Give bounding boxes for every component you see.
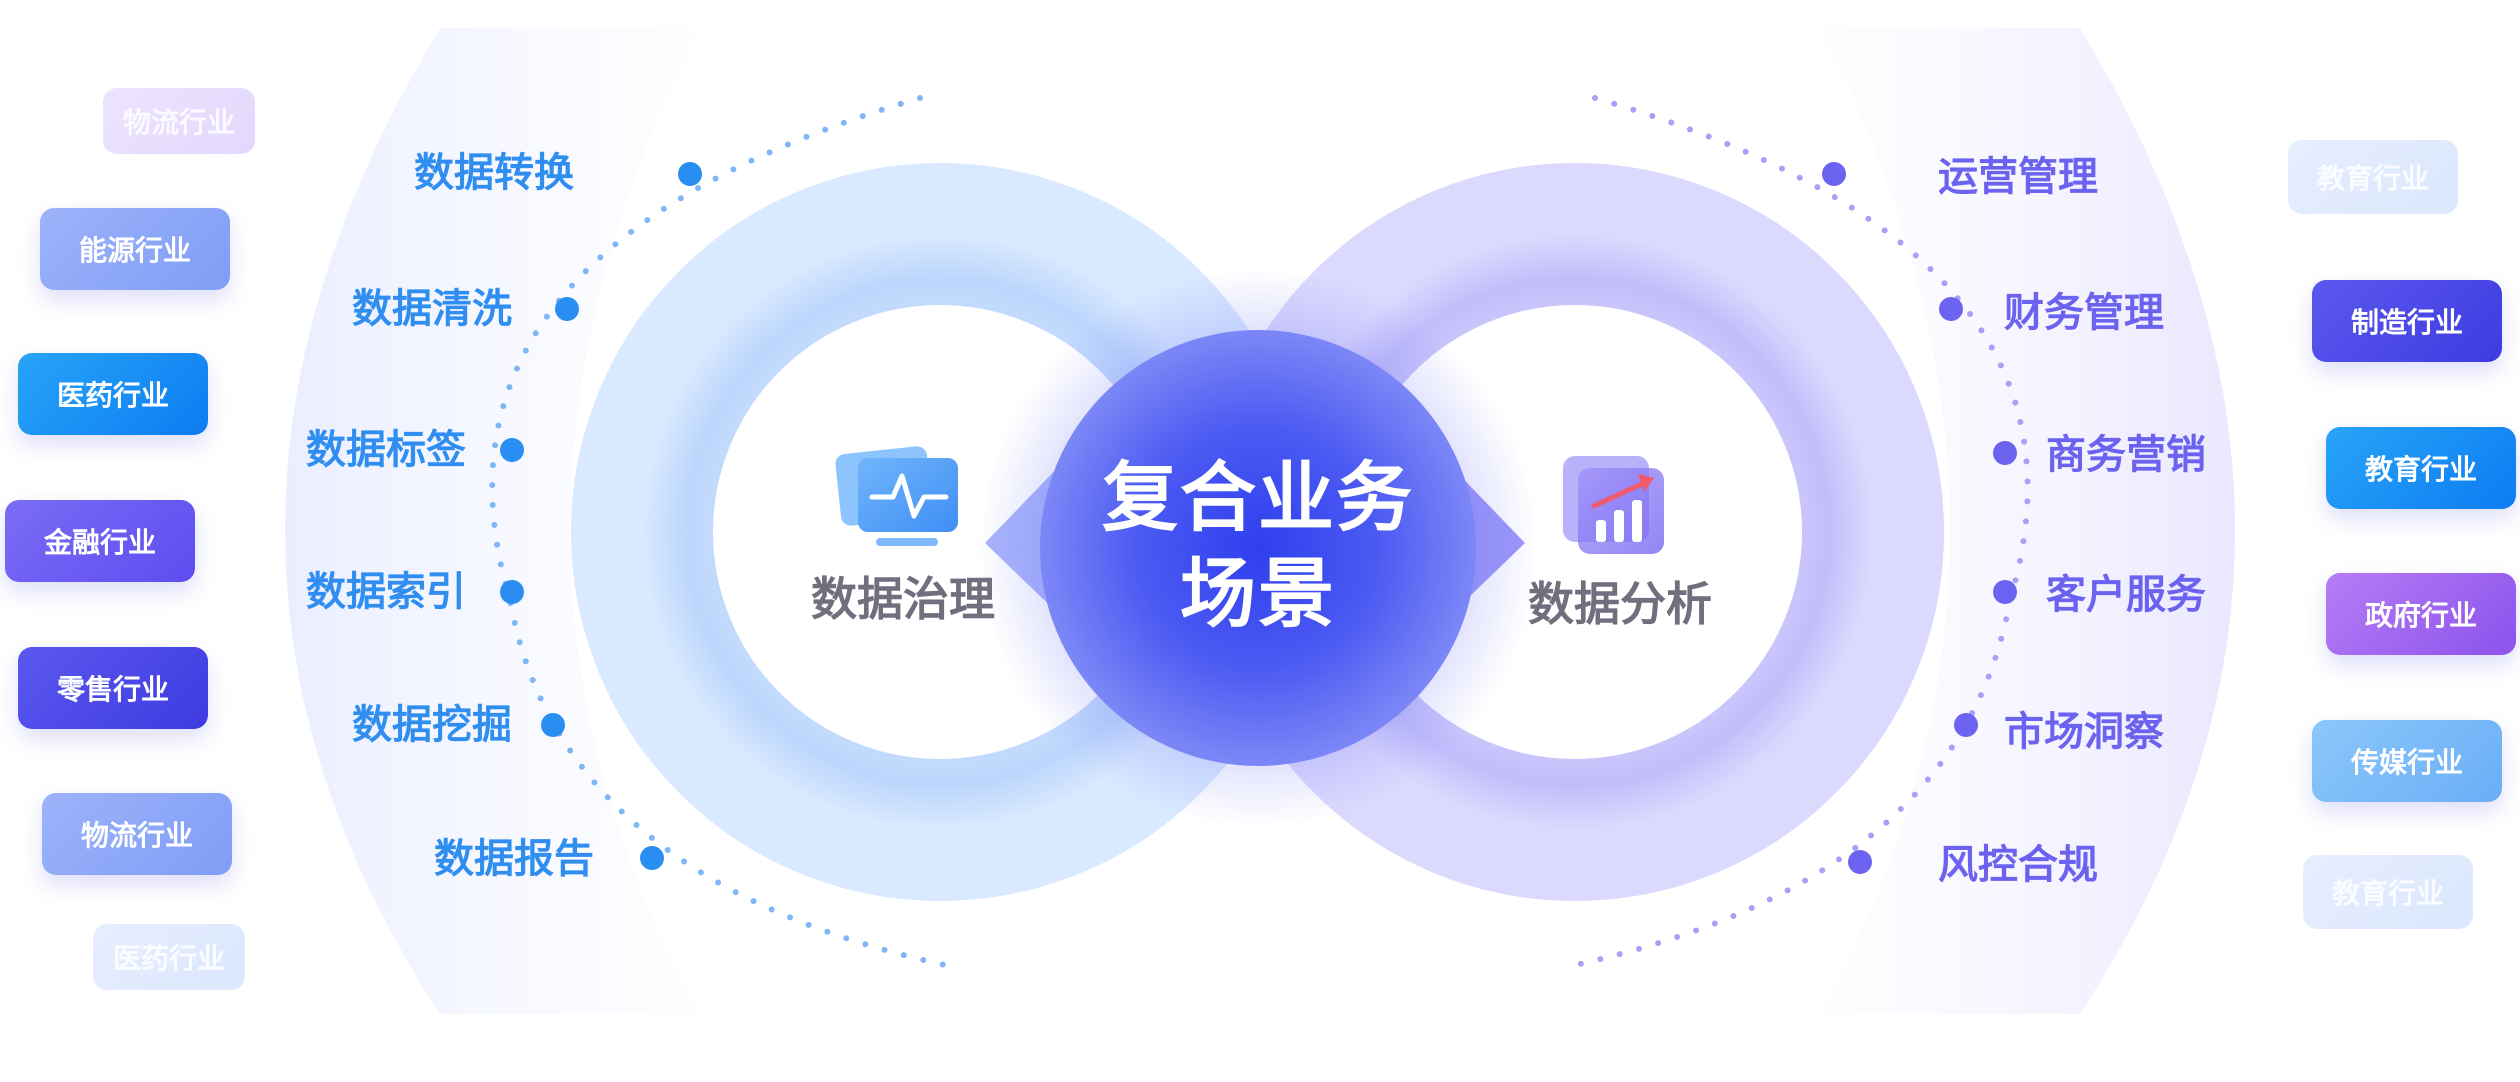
right-ring-title: 数据分析 [1528,577,1712,631]
left-item-dot [500,580,524,604]
right-item-dot [1822,162,1846,186]
industry-tag: 教育行业 [2303,855,2473,929]
left-process-label: 数据报告 [434,836,594,882]
right-item-dot [1993,580,2017,604]
left-process-label: 数据转换 [414,150,574,196]
right-item-dot [1939,297,1963,321]
right-item-dot [1954,713,1978,737]
industry-tag: 制造行业 [2312,280,2502,362]
industry-tag: 传媒行业 [2312,720,2502,802]
left-item-dot [640,846,664,870]
right-process-label: 风控合规 [1938,842,2098,888]
right-item-dot [1993,441,2017,465]
right-process-label: 商务营销 [2046,432,2206,478]
industry-tag: 金融行业 [5,500,195,582]
left-process-label: 数据索引 [306,569,466,615]
monitor-pulse-icon [835,446,958,546]
industry-tag: 能源行业 [40,208,230,290]
left-item-dot [678,162,702,186]
right-dotted-arc [1572,95,2031,968]
right-process-label: 财务管理 [2004,290,2164,336]
left-process-label: 数据清洗 [352,286,512,332]
right-process-label: 运营管理 [1938,154,2098,200]
industry-tag: 物流行业 [103,88,255,154]
right-item-dot [1848,850,1872,874]
left-dotted-arc [489,95,948,968]
right-process-label: 客户服务 [2046,572,2206,618]
left-ring-title: 数据治理 [811,572,995,626]
industry-tag: 教育行业 [2288,140,2458,214]
industry-tag: 医药行业 [18,353,208,435]
industry-tag: 医药行业 [93,924,245,990]
growth-chart-icon [1563,456,1664,554]
center-title-line1: 复合业务 [1102,453,1414,542]
left-process-label: 数据标签 [306,427,466,473]
industry-tag: 物流行业 [42,793,232,875]
right-process-label: 市场洞察 [2004,709,2164,755]
center-title-line2: 场景 [1180,549,1336,638]
left-item-dot [555,297,579,321]
core-circle [1040,330,1476,766]
industry-tag: 教育行业 [2326,427,2516,509]
industry-tag: 政府行业 [2326,573,2516,655]
left-process-label: 数据挖掘 [352,702,512,748]
left-item-dot [500,438,524,462]
left-item-dot [541,713,565,737]
left-lens-backdrop [285,28,700,1014]
industry-tag: 零售行业 [18,647,208,729]
